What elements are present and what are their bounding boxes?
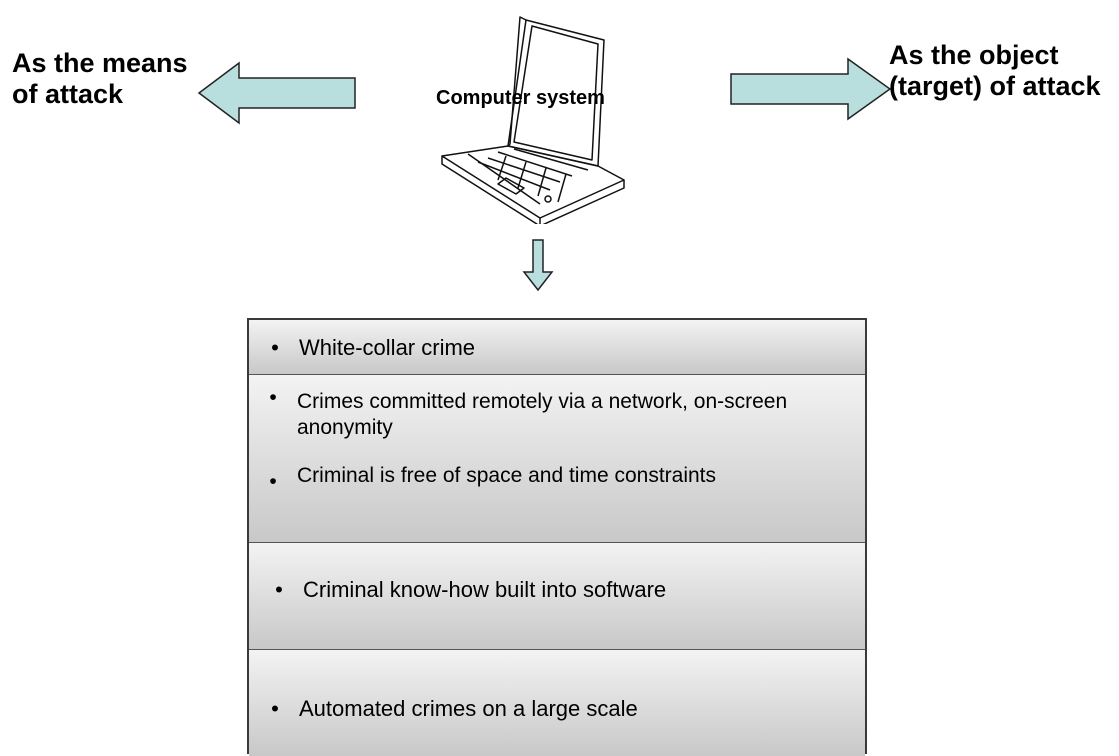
- object-of-attack-label: As the object (target) of attack: [889, 40, 1101, 101]
- traits-row: • Crimes committed remotely via a networ…: [249, 375, 865, 543]
- trait-text: Automated crimes on a large scale: [299, 696, 638, 721]
- trait-item: • Crimes committed remotely via a networ…: [263, 386, 867, 441]
- trait-item: • Criminal is free of space and time con…: [263, 463, 867, 493]
- computer-system-label: Computer system: [436, 87, 605, 109]
- trait-text: Criminal is free of space and time const…: [297, 464, 717, 487]
- bullet: •: [269, 470, 277, 493]
- bullet: •: [271, 335, 279, 360]
- traits-row: • Criminal know-how built into software: [249, 543, 865, 650]
- laptop-icon: [441, 16, 625, 224]
- traits-row: • White-collar crime: [249, 320, 865, 375]
- trait-text: White-collar crime: [299, 335, 476, 360]
- trait-text: Criminal know-how built into software: [303, 577, 667, 602]
- trait-item: • Criminal know-how built into software: [269, 577, 873, 603]
- arrow-left-icon: [197, 61, 356, 125]
- trait-text: Crimes committed remotely via a network,…: [297, 390, 788, 439]
- bullet: •: [269, 386, 277, 409]
- arrow-right-icon: [730, 57, 892, 121]
- bullet: •: [271, 696, 279, 721]
- trait-item: • Automated crimes on a large scale: [265, 696, 869, 722]
- traits-row: • Automated crimes on a large scale: [249, 650, 865, 756]
- means-of-attack-label: As the means of attack: [12, 48, 188, 109]
- bullet: •: [275, 577, 283, 602]
- trait-item: • White-collar crime: [265, 335, 859, 361]
- traits-table: • White-collar crime • Crimes committed …: [247, 318, 867, 756]
- arrow-down-icon: [522, 239, 554, 292]
